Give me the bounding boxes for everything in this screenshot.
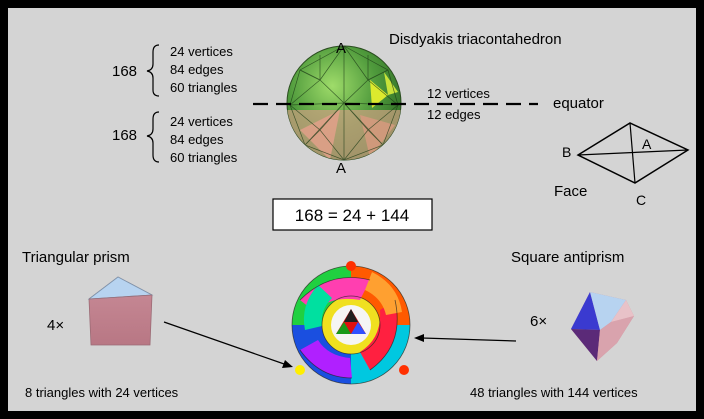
face-vertex-c: C xyxy=(636,192,646,208)
lower-vertices: 24 vertices xyxy=(170,114,233,129)
upper-total: 168 xyxy=(112,63,137,80)
face-vertex-b: B xyxy=(562,144,571,160)
lower-total: 168 xyxy=(112,127,137,144)
disdyakis-solid: A A xyxy=(286,40,402,177)
triangular-prism-icon xyxy=(87,276,154,346)
antiprism-multiplier: 6× xyxy=(530,313,547,330)
upper-triangles: 60 triangles xyxy=(170,80,238,95)
lower-brace xyxy=(146,111,160,163)
face-label: Face xyxy=(554,183,587,200)
arrow-from-prism xyxy=(163,321,293,368)
diagram-title: Disdyakis triacontahedron xyxy=(389,31,562,48)
lower-edges: 84 edges xyxy=(170,132,224,147)
lower-count-group: 168 24 vertices 84 edges 60 triangles xyxy=(112,111,238,165)
face-vertex-a: A xyxy=(642,136,652,152)
arrow-from-antiprism xyxy=(414,334,517,342)
equator-vertices: 12 vertices xyxy=(427,86,490,101)
antiprism-caption: 48 triangles with 144 vertices xyxy=(470,385,638,400)
face-rhombus: A B C Face xyxy=(554,122,690,208)
upper-brace xyxy=(146,44,160,97)
upper-vertices: 24 vertices xyxy=(170,44,233,59)
upper-count-group: 168 24 vertices 84 edges 60 triangles xyxy=(112,44,238,97)
prism-caption: 8 triangles with 24 vertices xyxy=(25,385,179,400)
pole-label-top: A xyxy=(336,40,346,57)
pole-label-bottom: A xyxy=(336,160,346,177)
equation-text: 168 = 24 + 144 xyxy=(295,206,409,225)
lower-triangles: 60 triangles xyxy=(170,150,238,165)
equator-label: equator xyxy=(553,95,604,112)
prism-title: Triangular prism xyxy=(22,249,130,266)
equation-box: 168 = 24 + 144 xyxy=(272,198,433,231)
compound-figure xyxy=(291,261,411,385)
prism-multiplier: 4× xyxy=(47,317,64,334)
equator-edges: 12 edges xyxy=(427,107,481,122)
prism-section: Triangular prism 4× 8 triangles with 24 … xyxy=(22,249,179,400)
antiprism-section: Square antiprism 6× 48 triangles with 14… xyxy=(470,249,638,400)
upper-edges: 84 edges xyxy=(170,62,224,77)
square-antiprism-icon xyxy=(571,292,634,361)
antiprism-title: Square antiprism xyxy=(511,249,624,266)
